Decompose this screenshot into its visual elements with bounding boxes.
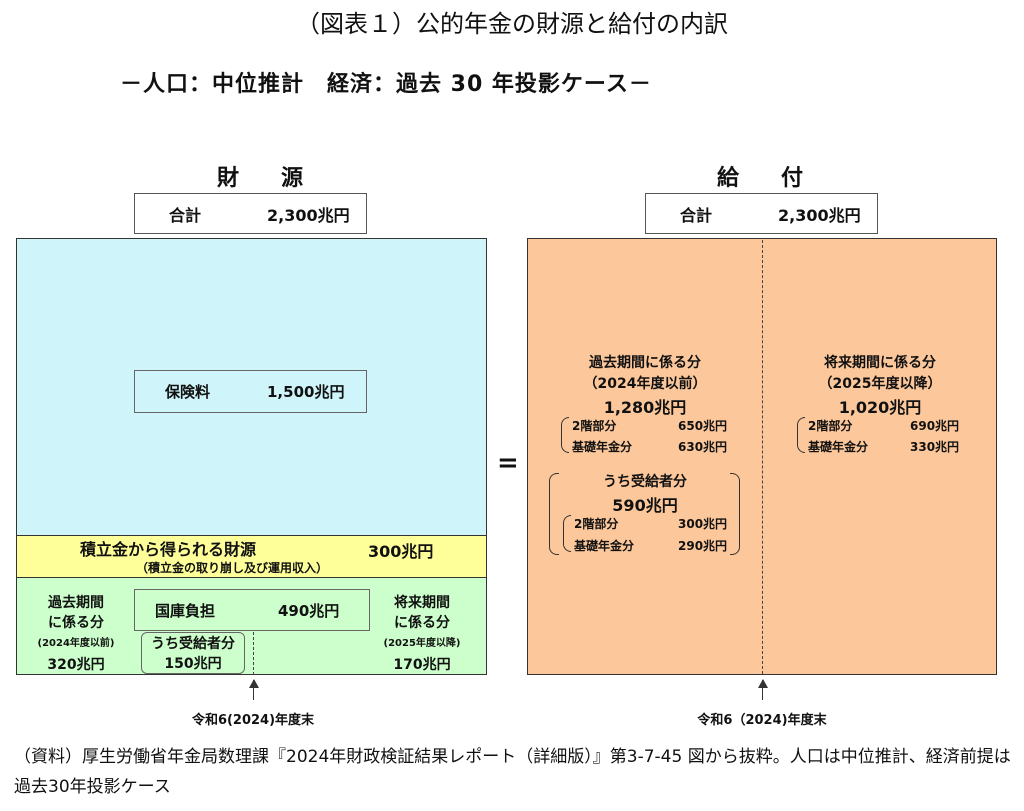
national-value: 490兆円 (278, 601, 340, 620)
premium-label: 保険料 (165, 383, 211, 401)
benefit-future-label: 将来期間に係る分 (824, 355, 936, 371)
benefit-total-box: 合計 2,300兆円 (645, 193, 878, 234)
benefit-recipient-brace-left (549, 473, 559, 555)
benefit-future-tier2-row: 2階部分 690兆円 (808, 417, 959, 434)
page-subtitle: －人口：中位推計 経済：過去 30 年投影ケース－ (120, 72, 652, 97)
benefit-future-basic-value: 330兆円 (910, 440, 960, 454)
benefit-future-value: 1,020兆円 (838, 398, 922, 417)
benefit-recipient-inner-brace (563, 515, 571, 552)
reserve-value: 300兆円 (368, 542, 434, 561)
left-future-label-1: 将来期間 (394, 595, 450, 611)
benefit-past-basic-row: 基礎年金分 630兆円 (572, 438, 727, 455)
benefit-recipient-basic-label: 基礎年金分 (574, 539, 635, 553)
benefit-future-basic-row: 基礎年金分 330兆円 (808, 438, 959, 455)
premium-box: 保険料 1,500兆円 (134, 370, 367, 413)
benefit-recipient-tier2-row: 2階部分 300兆円 (574, 515, 727, 532)
benefit-past-note: （2024年度以前） (583, 376, 707, 392)
revenue-total-box: 合計 2,300兆円 (134, 193, 367, 234)
reserve-label: 積立金から得られる財源 (80, 540, 257, 559)
left-marker-arrow (248, 679, 259, 700)
benefit-divider-line (762, 240, 763, 674)
benefit-recipient-tier2-label: 2階部分 (574, 517, 619, 531)
benefit-past-tier2-row: 2階部分 650兆円 (572, 417, 727, 434)
benefit-past-tier2-label: 2階部分 (572, 419, 617, 433)
benefit-recipient-value: 590兆円 (612, 496, 678, 515)
benefit-heading: 給 付 (716, 166, 813, 191)
national-box: 国庫負担 490兆円 (134, 589, 370, 631)
reserve-note: （積立金の取り崩し及び運用収入） (136, 561, 329, 575)
benefit-total-value: 2,300兆円 (778, 205, 861, 225)
revenue-heading: 財 源 (216, 166, 313, 191)
benefit-past-basic-label: 基礎年金分 (572, 440, 633, 454)
revenue-total-value: 2,300兆円 (267, 205, 350, 225)
benefit-future-note: （2025年度以降） (818, 376, 942, 392)
benefit-recipient-label: うち受給者分 (603, 474, 687, 490)
reserve-area (16, 535, 487, 578)
benefit-future-tier2-value: 690兆円 (910, 419, 960, 433)
right-marker-arrow (757, 679, 768, 700)
left-future-value: 170兆円 (393, 657, 451, 673)
left-recipient-value: 150兆円 (164, 656, 222, 672)
benefit-past-label: 過去期間に係る分 (589, 355, 701, 371)
benefit-total-label: 合計 (680, 205, 713, 225)
left-divider-line (253, 632, 254, 675)
left-recipient-box: うち受給者分 150兆円 (141, 632, 245, 674)
benefit-past-value: 1,280兆円 (603, 398, 687, 417)
source-footnote: （資料）厚生労働省年金局数理課『2024年財政検証結果レポート（詳細版）』第3-… (14, 747, 1011, 797)
equals-sign: = (497, 448, 519, 478)
premium-value: 1,500兆円 (267, 383, 345, 401)
national-label: 国庫負担 (155, 601, 216, 620)
benefit-recipient-basic-value: 290兆円 (678, 539, 728, 553)
left-marker-label: 令和6(2024)年度末 (191, 713, 315, 728)
left-past-note: (2024年度以前) (37, 638, 115, 649)
left-future-note: (2025年度以降) (383, 638, 461, 649)
left-recipient-label: うち受給者分 (151, 636, 235, 652)
benefit-past-brace (561, 417, 569, 453)
benefit-past-basic-value: 630兆円 (678, 440, 728, 454)
benefit-past-tier2-value: 650兆円 (678, 419, 728, 433)
benefit-future-tier2-label: 2階部分 (808, 419, 853, 433)
right-marker-label: 令和6（2024)年度末 (697, 713, 827, 728)
page-title: （図表１）公的年金の財源と給付の内訳 (296, 10, 728, 38)
benefit-future-basic-label: 基礎年金分 (808, 440, 869, 454)
left-past-label-1: 過去期間 (48, 595, 104, 611)
benefit-recipient-tier2-value: 300兆円 (678, 517, 728, 531)
benefit-future-brace (797, 417, 805, 453)
left-past-label-2: に係る分 (48, 615, 104, 631)
left-future-label-2: に係る分 (394, 615, 450, 631)
left-past-value: 320兆円 (47, 657, 105, 673)
revenue-total-label: 合計 (169, 205, 202, 225)
benefit-recipient-basic-row: 基礎年金分 290兆円 (574, 537, 727, 554)
